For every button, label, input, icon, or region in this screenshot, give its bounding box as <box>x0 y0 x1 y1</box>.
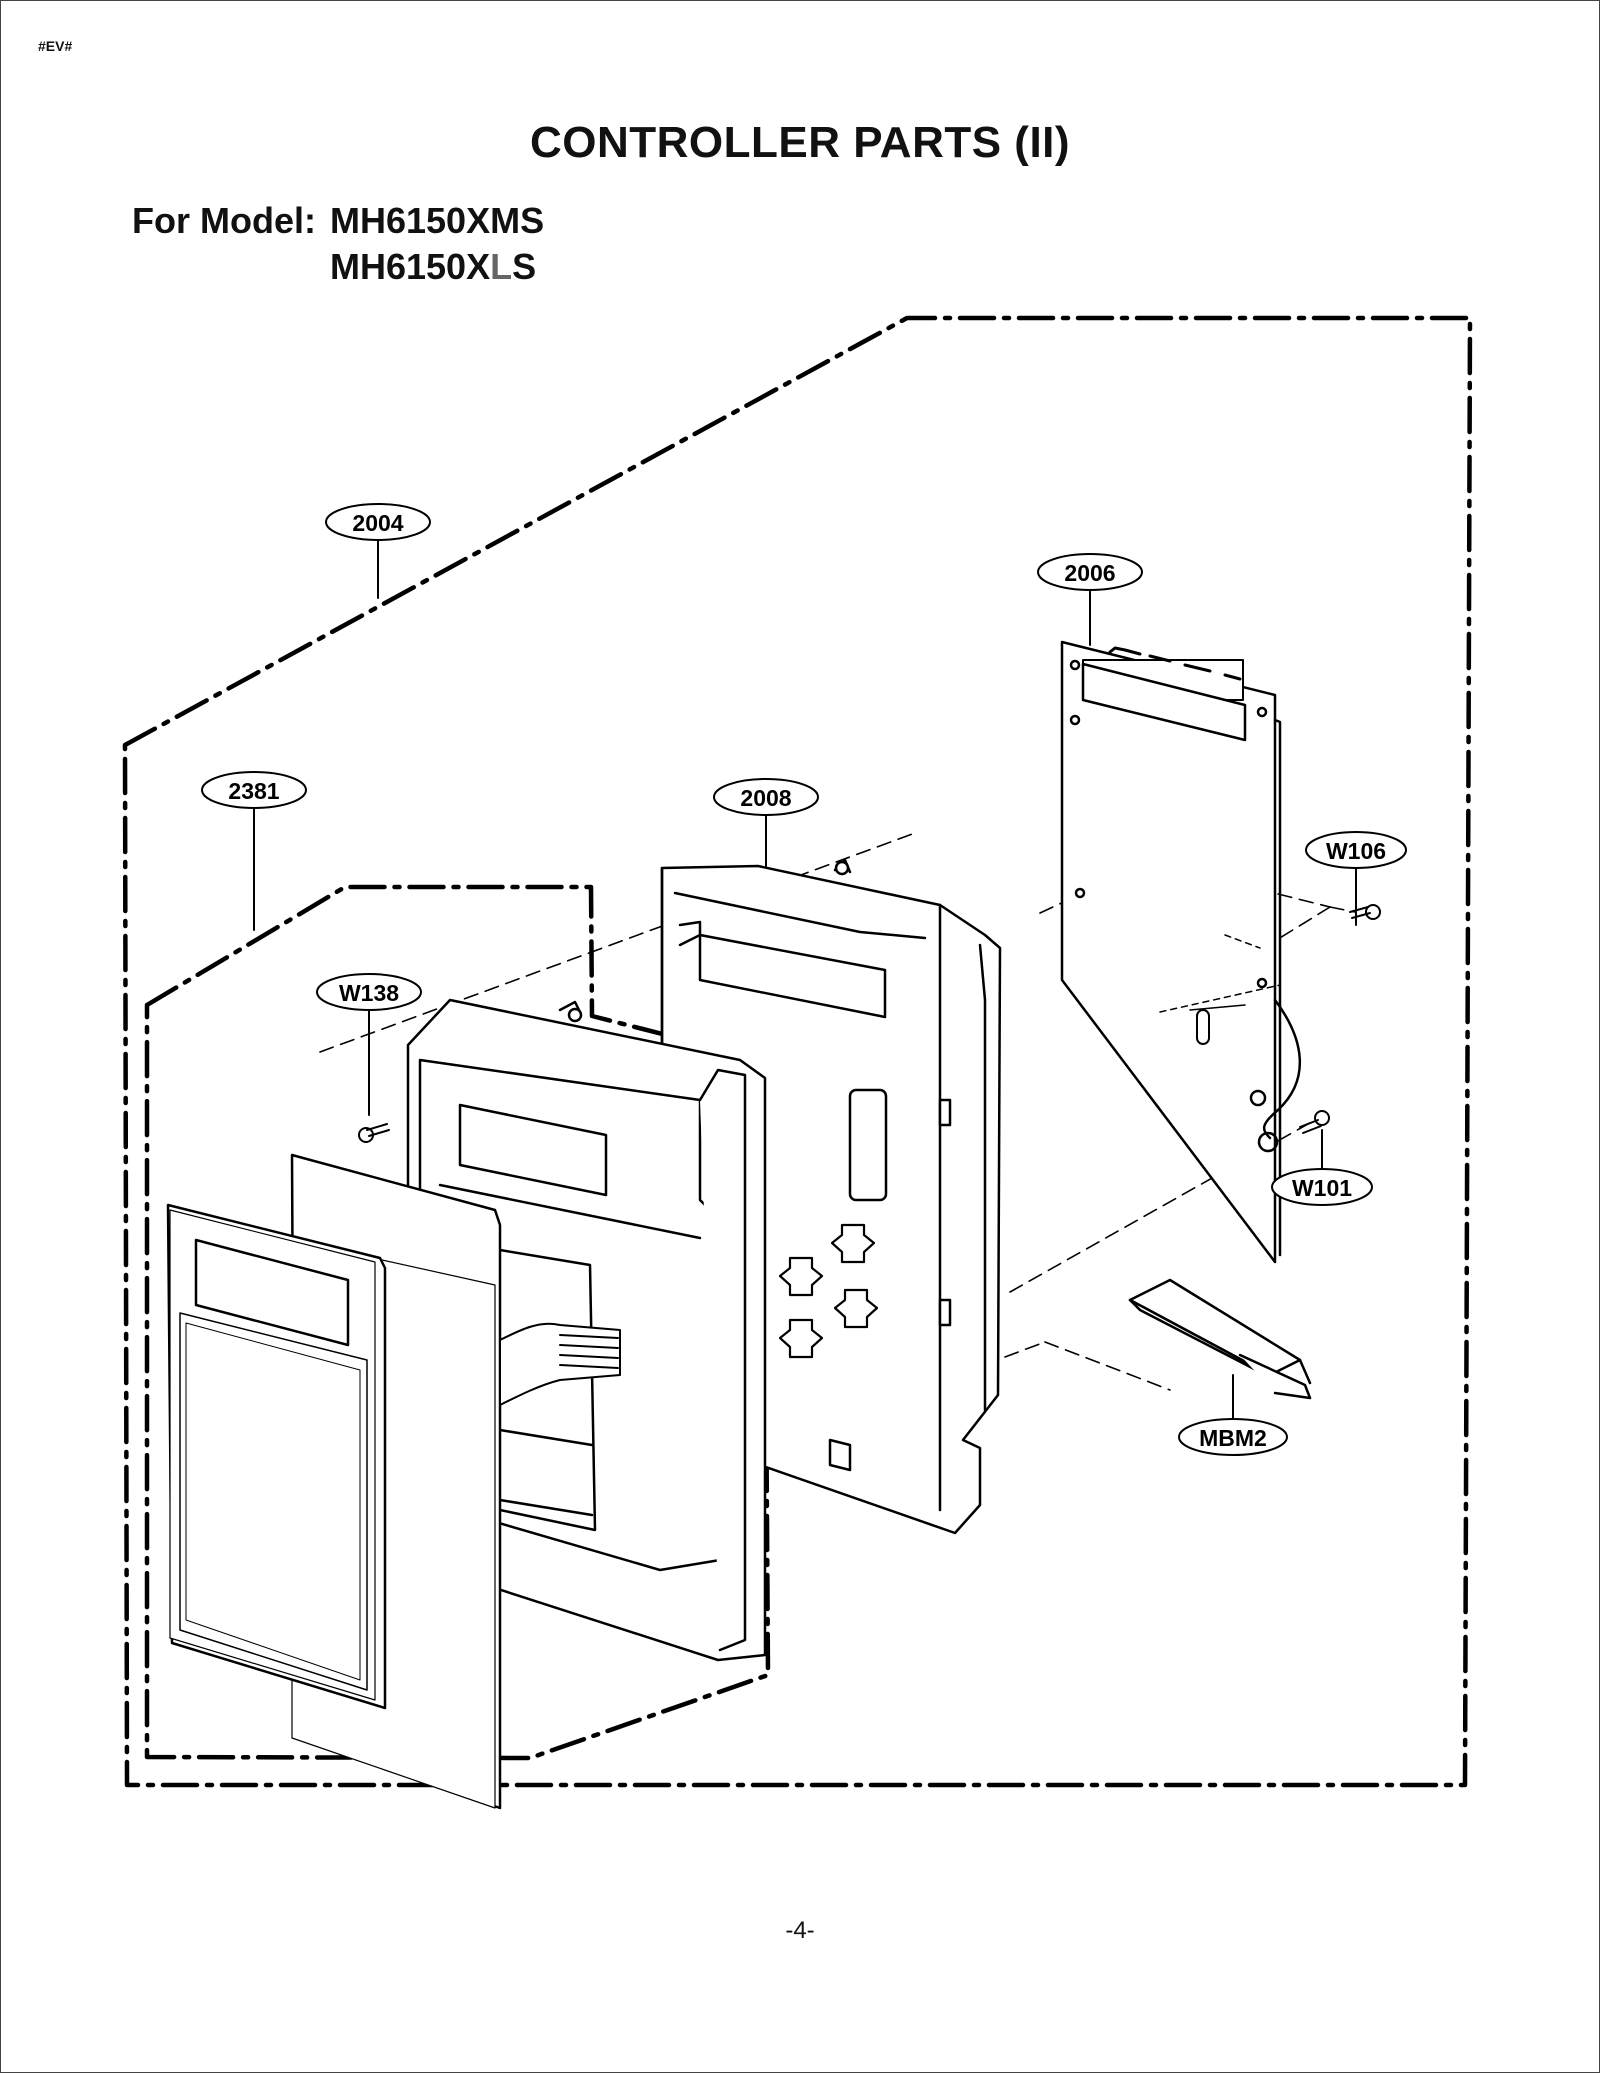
bracket-mbm2 <box>1128 1278 1312 1400</box>
page-number: -4- <box>785 1917 815 1944</box>
callout-2381: 2381 <box>228 778 279 804</box>
screw-w101 <box>1299 1110 1330 1134</box>
flex-ribbon <box>499 1322 621 1406</box>
callout-w138: W138 <box>339 980 399 1006</box>
model-number-2-prefix: MH6150X <box>330 246 491 287</box>
callout-w101: W101 <box>1292 1175 1352 1201</box>
callout-mbm2: MBM2 <box>1199 1425 1267 1451</box>
model-label: For Model: <box>132 200 316 241</box>
ground-wire <box>1263 998 1301 1140</box>
screw-w138 <box>358 1123 390 1143</box>
model-number-1: MH6150XMS <box>330 200 545 241</box>
page-title: CONTROLLER PARTS (II) <box>529 118 1071 167</box>
controller-frame-2008 <box>660 858 1002 1535</box>
control-pcb-2006 <box>1060 640 1282 1264</box>
ground-terminal <box>1257 1131 1279 1153</box>
screw-w106 <box>1349 904 1381 926</box>
assembly-boundary-2004 <box>122 315 1473 1788</box>
header-tag: #EV# <box>38 38 73 54</box>
callout-2004: 2004 <box>352 510 403 536</box>
model-number-2-suffix: S <box>512 246 537 287</box>
callout-2006: 2006 <box>1064 560 1115 586</box>
model-number-2-highlight: L <box>490 246 513 287</box>
model-number-2: MH6150XLS <box>330 246 536 288</box>
callout-shapes <box>201 503 1407 1456</box>
front-overlay <box>166 1203 387 1710</box>
callout-w106: W106 <box>1326 838 1386 864</box>
callout-2008: 2008 <box>740 785 791 811</box>
